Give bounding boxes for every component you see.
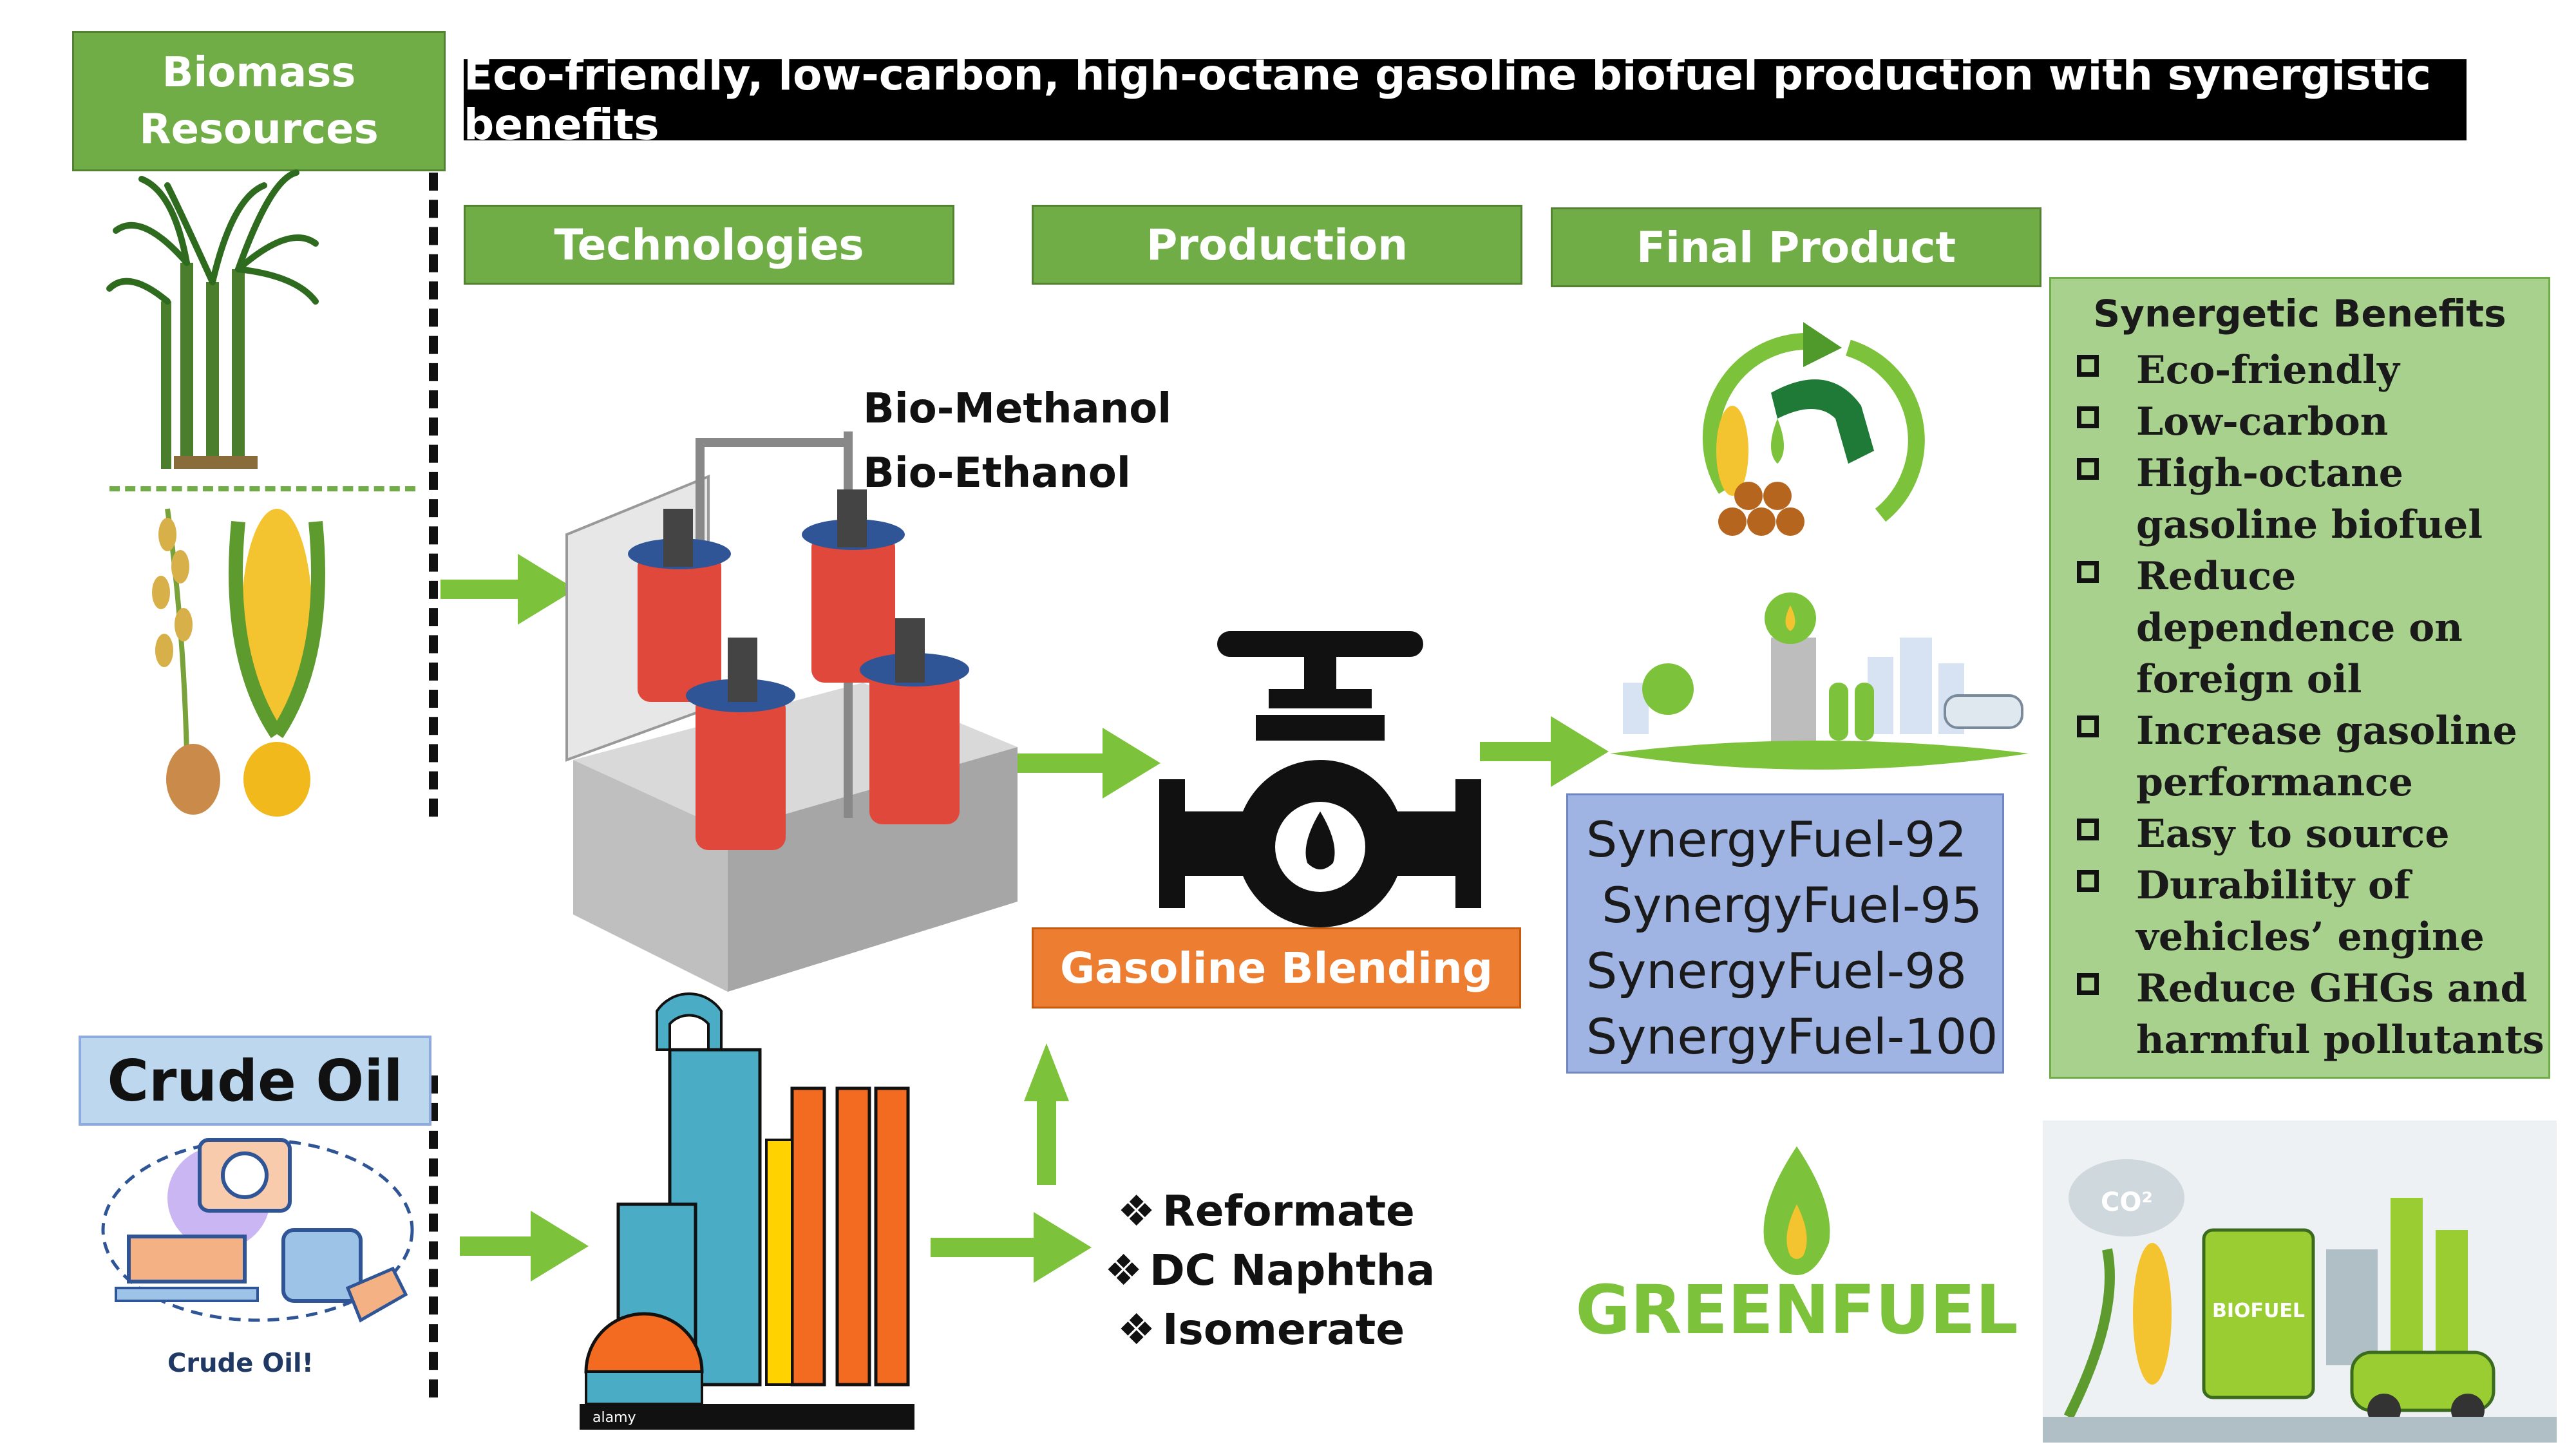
greenfuel-logo: GREENFUEL — [1575, 1146, 2018, 1349]
biofuel-barrel-label: BIOFUEL — [2212, 1300, 2305, 1322]
benefit-item: Low-carbon — [2077, 396, 2548, 448]
arrow-refinery-to-streams — [931, 1212, 1092, 1283]
benefit-item: Durability of vehicles’ engine — [2077, 860, 2548, 963]
sugarcane-icon — [106, 169, 319, 469]
bioreactor-icon — [565, 431, 1018, 992]
refinery-icon: alamy — [580, 992, 914, 1430]
stream-dc-naphtha: ❖DC Naphtha — [1104, 1245, 1435, 1295]
technologies-header: Technologies — [464, 205, 954, 285]
bio-methanol-label: Bio-Methanol — [863, 385, 1172, 433]
arrow-biomass-to-tech — [440, 554, 576, 625]
benefit-item: Easy to source — [2077, 808, 2548, 860]
biofuel-scene-icon: CO² BIOFUEL — [2043, 1121, 2557, 1443]
bio-ethanol-label: Bio-Ethanol — [863, 450, 1131, 497]
fuel-grade-92: SynergyFuel-92 — [1586, 811, 1967, 868]
green-city-icon — [1610, 592, 2029, 770]
biomass-divider — [429, 173, 438, 817]
benefits-list: Eco-friendly Low-carbon High-octane gaso… — [2051, 345, 2548, 1066]
refinery-watermark: alamy — [592, 1410, 636, 1426]
crude-oil-caption: Crude Oil! — [167, 1349, 314, 1378]
synergetic-benefits-box: Synergetic Benefits Eco-friendly Low-car… — [2049, 277, 2550, 1079]
fuel-grade-100: SynergyFuel-100 — [1586, 1008, 1998, 1065]
crude-divider — [429, 1075, 438, 1397]
biomass-resources-header: Biomass Resources — [72, 31, 446, 171]
benefit-item: Eco-friendly — [2077, 345, 2548, 396]
biofuel-cycle-icon — [1702, 322, 1925, 536]
rice-corn-icon — [152, 508, 325, 817]
stream-reformate: ❖Reformate — [1117, 1186, 1415, 1236]
refinery-streams-list: ❖Reformate ❖DC Naphtha ❖Isomerate — [1104, 1182, 1435, 1359]
crude-oil-icon: Crude Oil! — [101, 1138, 414, 1378]
fuel-grade-98: SynergyFuel-98 — [1586, 942, 1967, 999]
valve-icon — [1159, 631, 1481, 927]
stream-isomerate: ❖Isomerate — [1117, 1305, 1405, 1354]
benefit-item: High-octane gasoline biofuel — [2077, 448, 2548, 551]
co2-label: CO² — [2101, 1188, 2153, 1217]
arrow-crude-to-refinery — [460, 1211, 589, 1282]
crop-divider — [109, 486, 415, 491]
benefits-title: Synergetic Benefits — [2093, 292, 2506, 336]
arrow-streams-to-blending — [1024, 1043, 1069, 1185]
greenfuel-logo-text: GREENFUEL — [1575, 1271, 2018, 1349]
arrow-production-to-product — [1480, 716, 1609, 787]
gasoline-blending-box: Gasoline Blending — [1032, 927, 1521, 1009]
production-header: Production — [1032, 205, 1522, 285]
fuel-grade-95: SynergyFuel-95 — [1586, 876, 1983, 934]
benefit-item: Reduce GHGs and harmful pollutants — [2077, 963, 2548, 1066]
final-product-header: Final Product — [1551, 207, 2041, 287]
benefit-item: Reduce dependence on foreign oil — [2077, 551, 2548, 705]
crude-oil-label: Crude Oil — [79, 1036, 431, 1126]
fuel-grades-box: SynergyFuel-92 SynergyFuel-95 SynergyFue… — [1566, 793, 2004, 1074]
benefit-item: Increase gasoline performance — [2077, 705, 2548, 808]
arrow-tech-to-production — [1006, 728, 1160, 799]
main-title: Eco-friendly, low-carbon, high-octane ga… — [464, 50, 2467, 149]
